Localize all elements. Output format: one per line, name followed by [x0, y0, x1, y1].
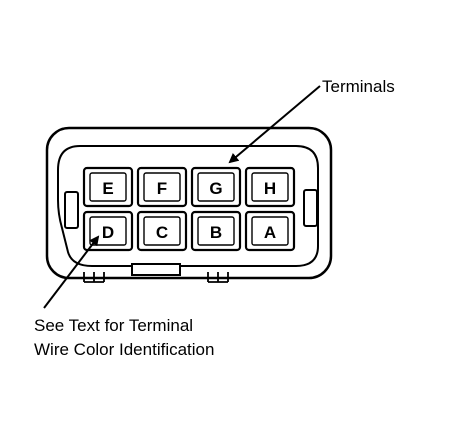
- terminal-a: A: [244, 210, 296, 252]
- bottom-keyway: [131, 263, 181, 276]
- bottom-notches: [83, 272, 229, 283]
- terminal-label-f: F: [157, 179, 167, 198]
- housing-outer-shell: [45, 126, 333, 280]
- terminal-label-h: H: [264, 179, 276, 198]
- terminal-label-a: A: [264, 223, 276, 242]
- terminal-h: H: [244, 166, 296, 208]
- terminal-label-g: G: [209, 179, 222, 198]
- terminal-g: G: [190, 166, 242, 208]
- terminal-f: F: [136, 166, 188, 208]
- terminal-e: E: [82, 166, 134, 208]
- terminal-label-d: D: [102, 223, 114, 242]
- terminal-b: B: [190, 210, 242, 252]
- note-line-1: See Text for Terminal: [34, 316, 193, 335]
- terminals-leader-arrow: [228, 85, 321, 164]
- note-callout: See Text for Terminal Wire Color Identif…: [34, 235, 214, 359]
- note-line-2: Wire Color Identification: [34, 340, 214, 359]
- terminals-callout: Terminals: [228, 77, 395, 164]
- terminal-label-c: C: [156, 223, 168, 242]
- terminals-label: Terminals: [322, 77, 395, 96]
- terminal-label-b: B: [210, 223, 222, 242]
- right-latch-tab: [303, 189, 318, 227]
- terminal-label-e: E: [102, 179, 113, 198]
- terminal-grid: E F G H D C B: [82, 166, 296, 252]
- note-leader-arrow: [43, 235, 100, 309]
- left-latch-tab: [64, 191, 79, 229]
- terminal-c: C: [136, 210, 188, 252]
- connector-housing: [45, 126, 333, 283]
